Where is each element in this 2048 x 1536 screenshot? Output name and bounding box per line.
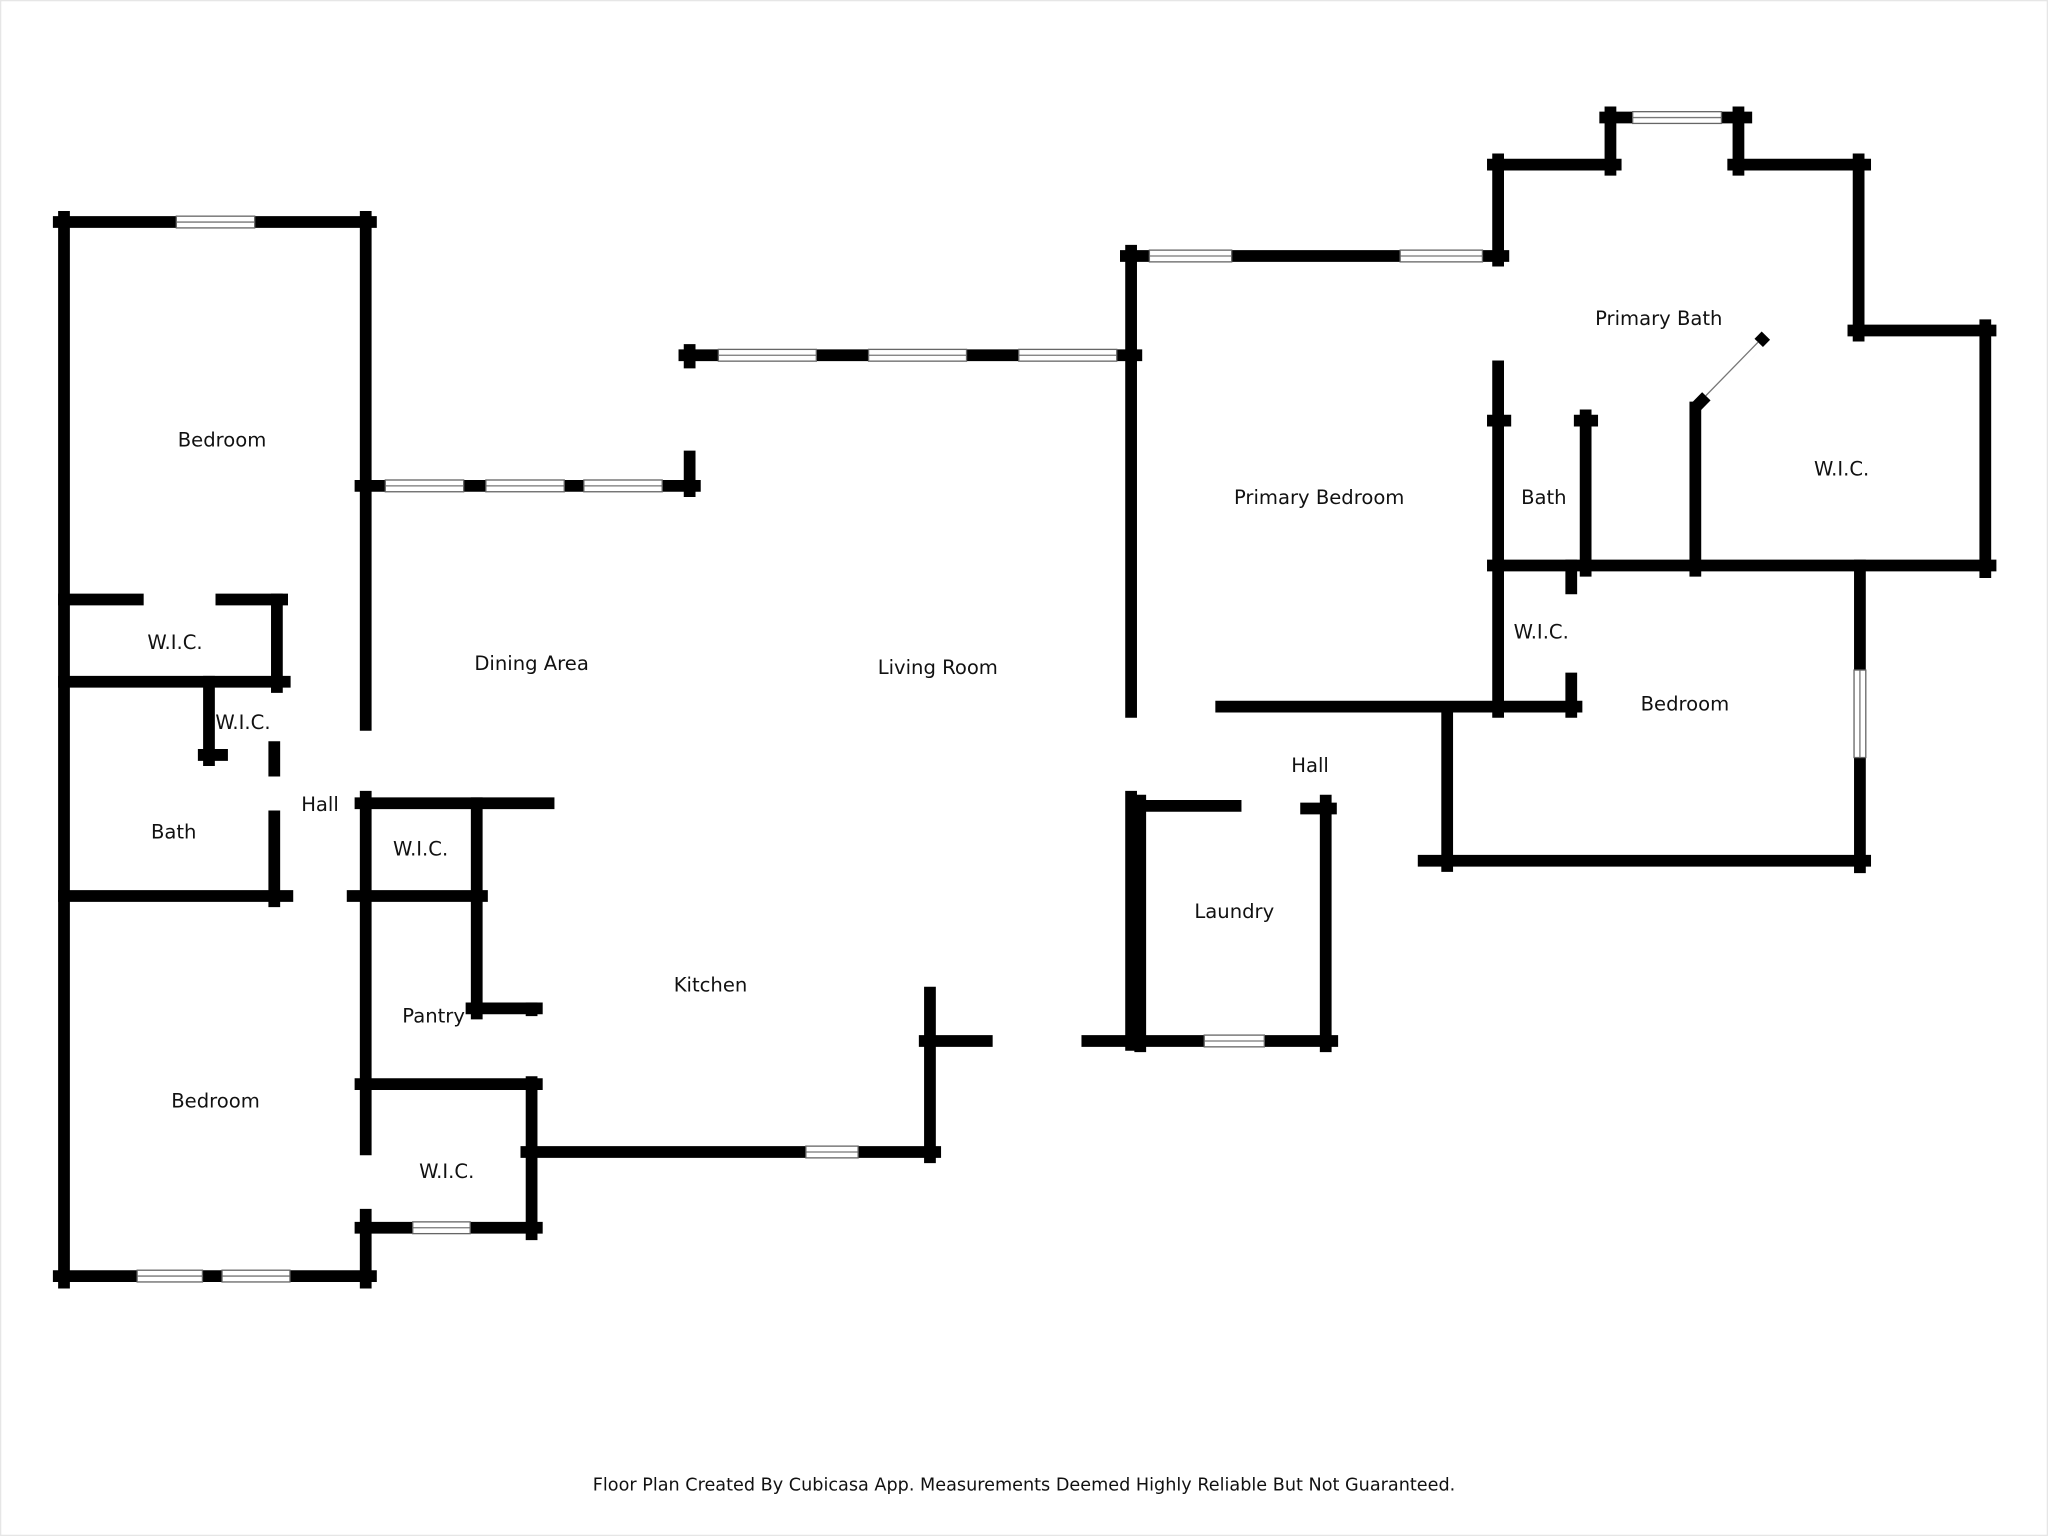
- room-label-bedroom: Bedroom: [178, 429, 267, 452]
- window-frame: [136, 1269, 204, 1283]
- windows: [136, 110, 1868, 1284]
- room-label-pantry: Pantry: [402, 1005, 465, 1028]
- room-label-bath: Bath: [151, 821, 197, 844]
- room-label-wic: W.I.C.: [393, 838, 448, 861]
- window-frame: [485, 479, 565, 493]
- room-labels: Bedroom W.I.C. W.I.C. Bath Hall Bedroom …: [147, 307, 1869, 1183]
- window-frame: [221, 1269, 291, 1283]
- room-label-laundry: Laundry: [1194, 900, 1274, 923]
- window-frame: [1631, 111, 1723, 125]
- window-pane: [1705, 341, 1759, 397]
- room-label-wic: W.I.C.: [1514, 621, 1569, 644]
- window-frame: [1148, 249, 1233, 263]
- window-frame: [1203, 1034, 1265, 1048]
- window-frame: [583, 479, 663, 493]
- room-label-dining-area: Dining Area: [474, 652, 588, 675]
- window-frame: [1018, 348, 1118, 362]
- room-label-wic: W.I.C.: [147, 631, 202, 654]
- window-frame: [412, 1221, 471, 1235]
- window-frame: [867, 348, 968, 362]
- room-label-bath: Bath: [1521, 486, 1567, 509]
- room-label-wic: W.I.C.: [419, 1160, 474, 1183]
- window-frame: [384, 479, 465, 493]
- window-frame: [1399, 249, 1484, 263]
- window-frame: [175, 215, 256, 229]
- room-label-hall: Hall: [1291, 754, 1329, 777]
- room-label-living-room: Living Room: [878, 656, 998, 679]
- footer-disclaimer: Floor Plan Created By Cubicasa App. Meas…: [593, 1475, 1456, 1495]
- window-frame: [805, 1145, 859, 1159]
- window-frame: [1853, 669, 1867, 759]
- room-label-wic: W.I.C.: [1814, 457, 1869, 480]
- room-label-bedroom: Bedroom: [171, 1090, 260, 1113]
- room-label-primary-bedroom: Primary Bedroom: [1234, 486, 1404, 509]
- room-label-primary-bath: Primary Bath: [1595, 307, 1722, 330]
- room-label-wic: W.I.C.: [215, 711, 270, 734]
- room-label-bedroom: Bedroom: [1641, 693, 1730, 716]
- room-label-kitchen: Kitchen: [674, 973, 748, 996]
- window-frame: [717, 348, 817, 362]
- room-label-hall: Hall: [301, 793, 339, 816]
